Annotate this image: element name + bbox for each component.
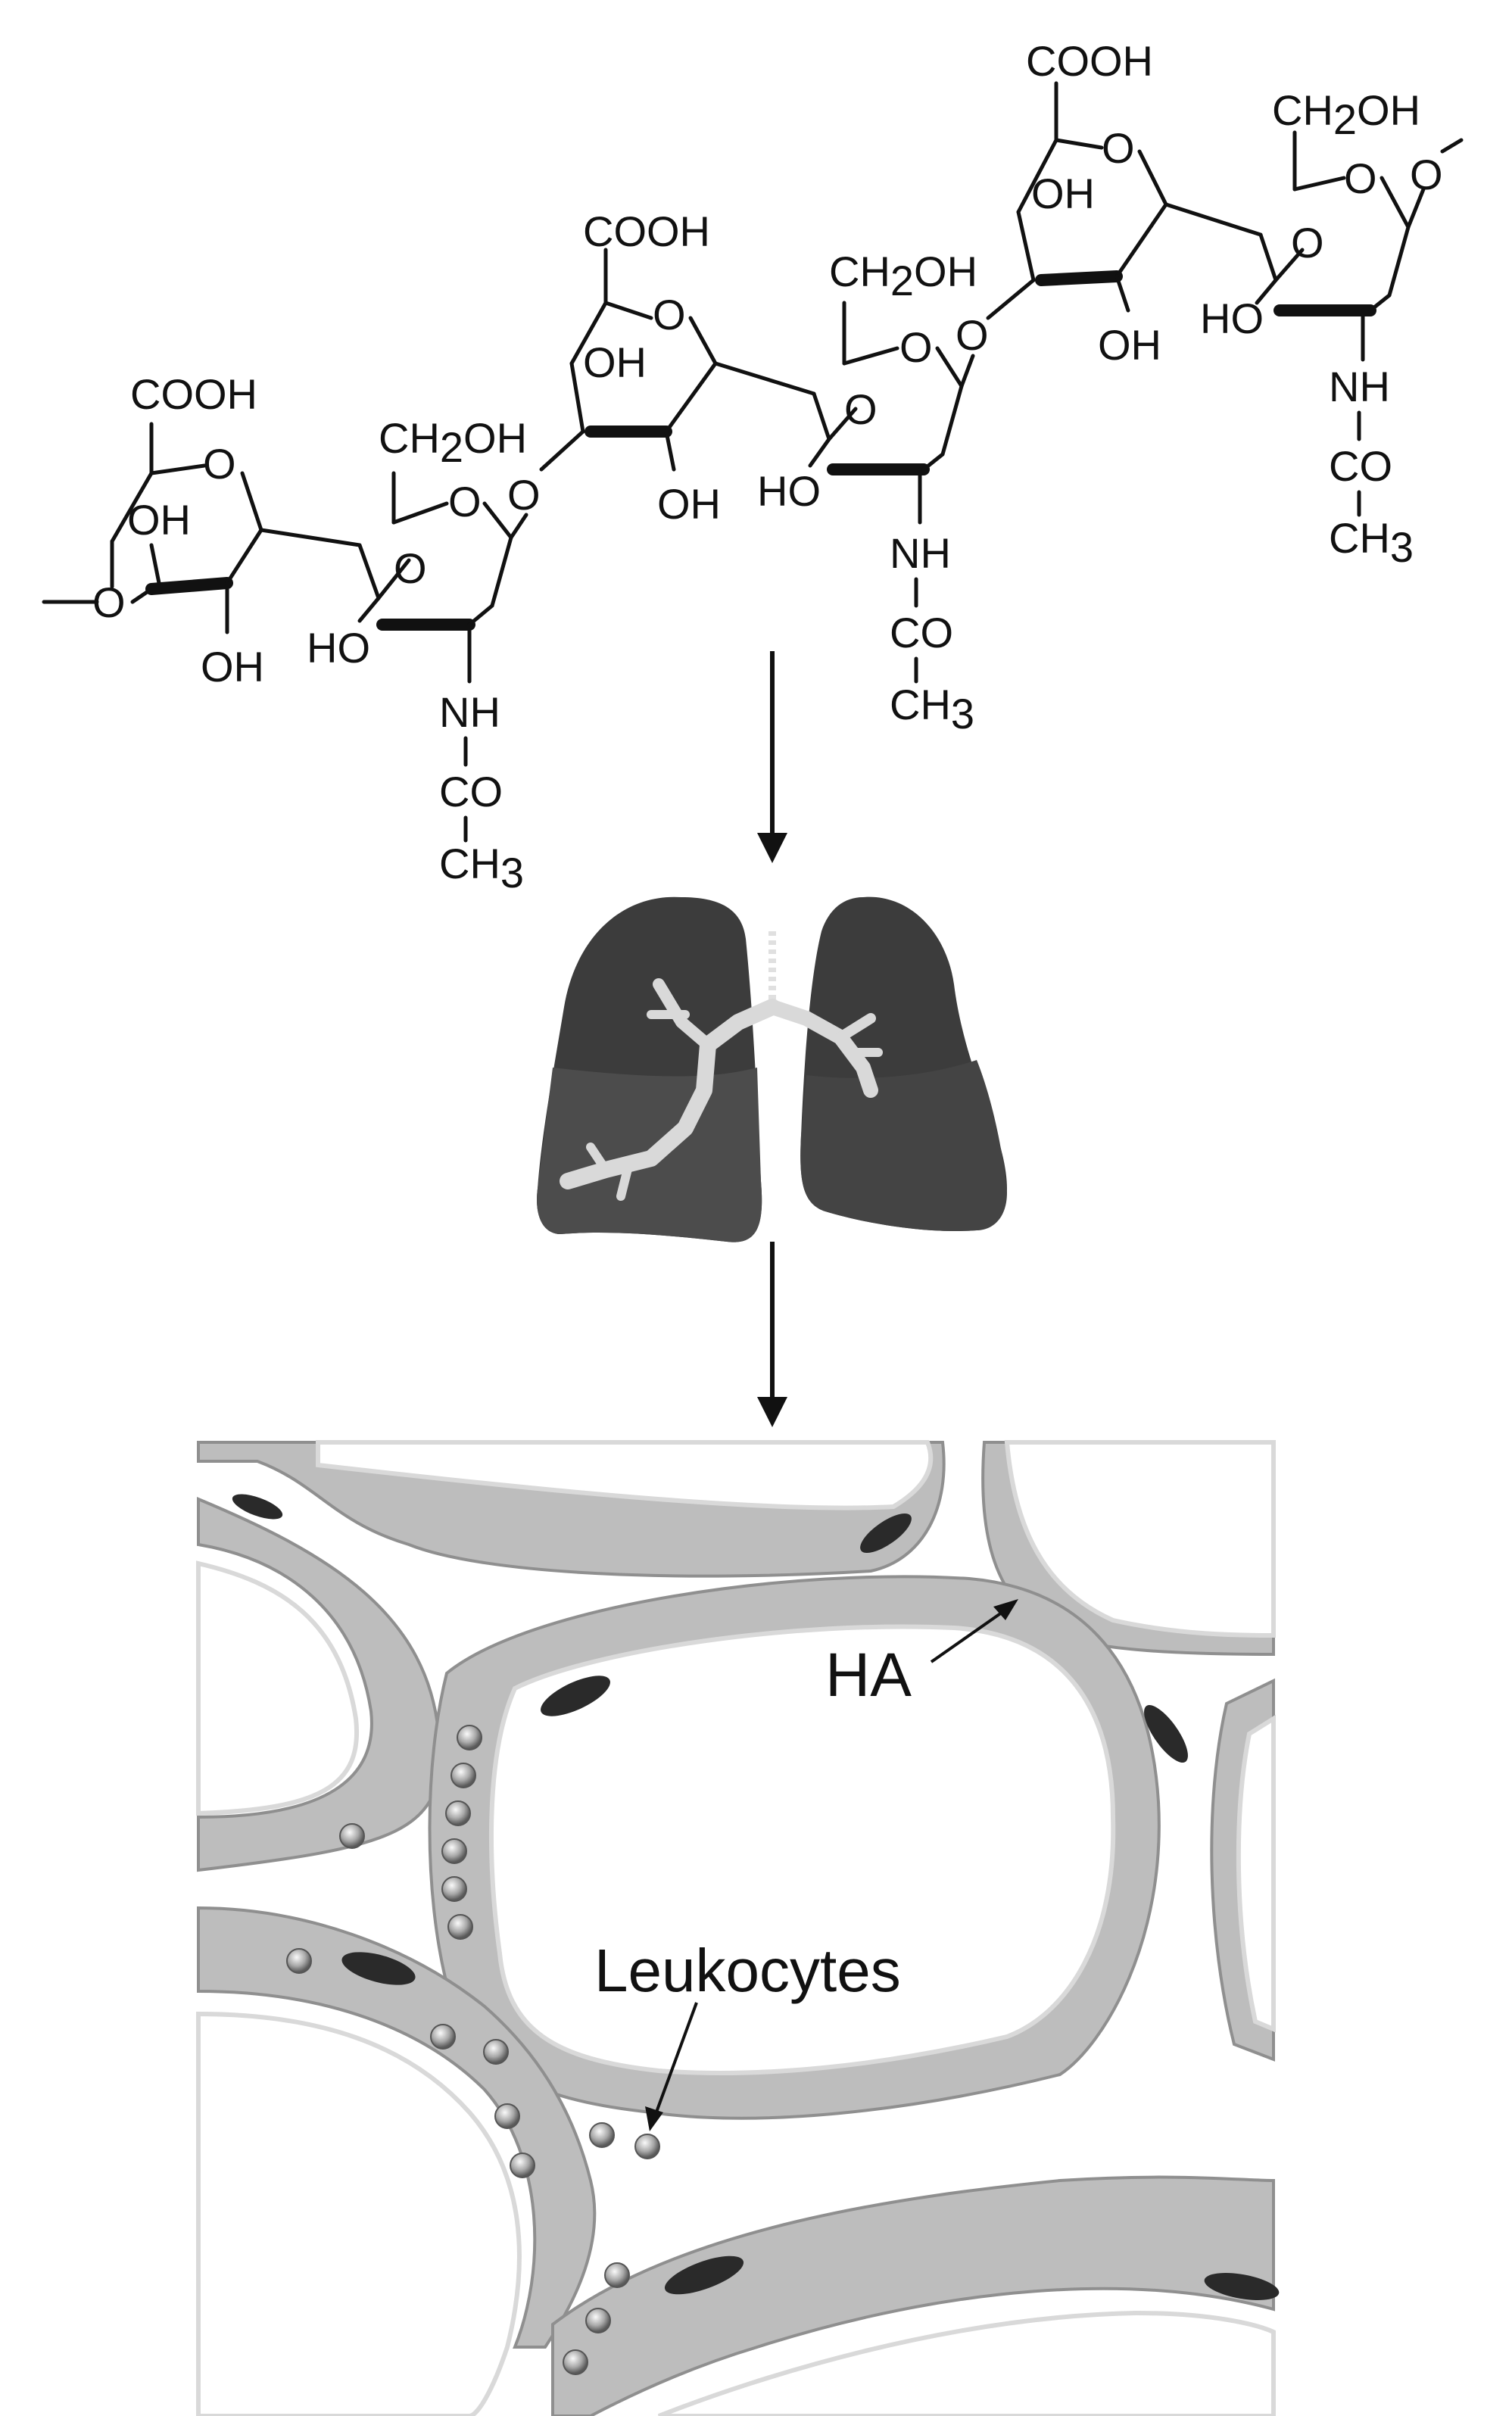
glucuronic-acid-unit-3: O COOH OH OH [1016, 37, 1263, 369]
hydroxyl-lower: OH [201, 643, 264, 691]
ha-label-text: HA [825, 1641, 912, 1710]
link-oxygen: O [956, 311, 989, 359]
leukocyte [494, 2103, 520, 2129]
arrow-structure-to-lungs [757, 651, 787, 863]
cell-nuclei [232, 1494, 1280, 2300]
ch2oh-group: CH2OH [379, 414, 527, 471]
hydroxyl-lower: OH [657, 480, 721, 528]
nh-group: NH [890, 529, 951, 577]
leukocyte [483, 2039, 509, 2065]
leukocyte [441, 1838, 467, 1864]
alveoli-illustration: HA Leukocytes [196, 1440, 1280, 2416]
ch3-group: CH3 [1329, 514, 1414, 571]
glucuronic-acid-unit-2: O COOH OH OH [569, 207, 816, 528]
leukocyte [510, 2153, 535, 2178]
carboxyl-group: COOH [583, 207, 710, 255]
leukocyte [563, 2349, 588, 2375]
leukocyte [450, 1763, 476, 1788]
right-lung [800, 896, 1007, 1231]
leukocyte [634, 2134, 660, 2159]
left-lung [537, 896, 762, 1242]
ring-oxygen: O [448, 478, 482, 525]
hydroxyl-ho: HO [1200, 295, 1264, 342]
ha-label: HA [825, 1599, 1018, 1710]
ch3-group: CH3 [439, 840, 524, 896]
alveolar-lumens [196, 1440, 1276, 2416]
ring-oxygen: O [1344, 154, 1377, 202]
leukocyte [441, 1876, 467, 1902]
glucuronic-acid-unit-1: O O COOH OH OH [42, 370, 362, 691]
leukocyte [339, 1823, 365, 1849]
bridge-oxygen: O [394, 544, 427, 592]
leukocytes-label-text: Leukocytes [594, 1937, 901, 2004]
n-acetylglucosamine-unit-1: HO O O CH2OH NH CO CH3 O [307, 414, 585, 896]
bronchial-tree [560, 978, 883, 1201]
bridge-oxygen: O [844, 385, 878, 433]
hydroxyl-ho: HO [757, 467, 821, 515]
hydroxyl-ho: HO [307, 624, 370, 672]
leukocyte [445, 1800, 471, 1826]
nh-group: NH [1329, 363, 1390, 410]
hydroxyl-ring: OH [1031, 170, 1095, 217]
leukocyte [430, 2024, 456, 2050]
leukocyte [604, 2262, 630, 2288]
leukocyte [286, 1948, 312, 1974]
hydroxyl-lower: OH [1098, 321, 1161, 369]
ch2oh-group: CH2OH [829, 248, 977, 304]
leukocyte [585, 2308, 611, 2333]
nh-group: NH [439, 688, 500, 736]
carboxyl-group: COOH [1026, 37, 1153, 85]
leukocyte [589, 2122, 615, 2148]
hydroxyl-ring: OH [583, 338, 647, 386]
n-acetylglucosamine-unit-2: HO O O CH2OH NH CO CH3 O [757, 248, 1036, 737]
n-acetylglucosamine-unit-3: HO O O CH2OH NH CO CH3 O [1200, 86, 1464, 571]
hydroxyl-ring: OH [127, 496, 191, 544]
hyaluronan-chemical-structure: .b{stroke:#111;stroke-width:5;fill:none;… [42, 37, 1464, 896]
co-group: CO [890, 609, 953, 656]
ch3-group: CH3 [890, 681, 974, 737]
co-group: CO [439, 768, 503, 815]
arrow-lungs-to-alveoli [757, 1242, 787, 1427]
carboxyl-group: COOH [130, 370, 257, 418]
leukocyte [457, 1725, 482, 1750]
ring-oxygen: O [203, 440, 236, 488]
ch2oh-group: CH2OH [1272, 86, 1420, 143]
bridge-oxygen: O [1291, 219, 1324, 267]
link-oxygen-left: O [92, 578, 126, 626]
ring-oxygen: O [1102, 124, 1135, 172]
lungs-illustration [537, 896, 1007, 1427]
ring-oxygen: O [899, 323, 933, 371]
leukocytes-label: Leukocytes [594, 1937, 901, 2131]
link-oxygen: O [507, 471, 541, 519]
ring-oxygen: O [653, 291, 686, 338]
leukocyte [447, 1914, 473, 1940]
co-group: CO [1329, 442, 1392, 490]
terminal-oxygen: O [1410, 151, 1443, 198]
leukocytes [286, 1725, 660, 2375]
